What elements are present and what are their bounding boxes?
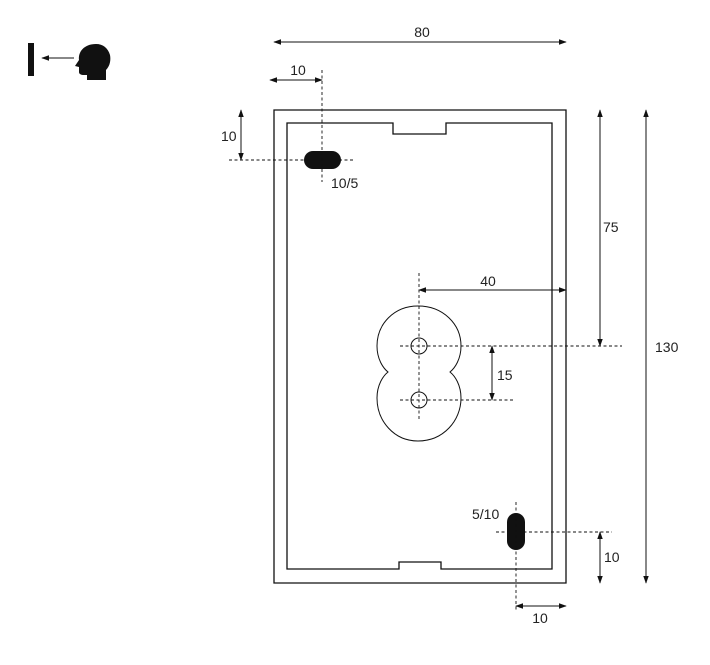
- bottom-slot-x-dimension: 10: [515, 603, 567, 626]
- top-slot-y-dimension: 10: [221, 109, 244, 161]
- overall-height-dimension: 130: [643, 109, 679, 584]
- top-slot-size-label: 10/5: [331, 175, 358, 191]
- overall-width-label: 80: [414, 24, 430, 40]
- bottom-mounting-slot: [496, 502, 612, 612]
- bottom-slot-x-label: 10: [532, 610, 548, 626]
- view-from-front-icon: [28, 43, 111, 80]
- bottom-slot-y-dimension: 10: [597, 531, 620, 584]
- housing-inner: [286, 122, 553, 570]
- center-to-edge-label: 40: [480, 273, 496, 289]
- overall-height-label: 130: [655, 339, 679, 355]
- bottom-slot-size-label: 5/10: [472, 506, 499, 522]
- top-slot-x-dimension: 10: [269, 62, 323, 83]
- keyhole-mount: [376, 273, 622, 442]
- center-to-edge-dimension: 40: [418, 273, 567, 293]
- top-slot-y-label: 10: [221, 128, 237, 144]
- top-to-hole-dimension: 75: [597, 109, 619, 347]
- top-to-hole-label: 75: [603, 219, 619, 235]
- hole-spacing-label: 15: [497, 367, 513, 383]
- top-slot-x-label: 10: [290, 62, 306, 78]
- overall-width-dimension: 80: [273, 24, 567, 45]
- hole-spacing-dimension: 15: [489, 345, 513, 401]
- top-mounting-slot: [229, 70, 355, 182]
- housing-outer: [273, 109, 567, 584]
- bottom-slot-y-label: 10: [604, 549, 620, 565]
